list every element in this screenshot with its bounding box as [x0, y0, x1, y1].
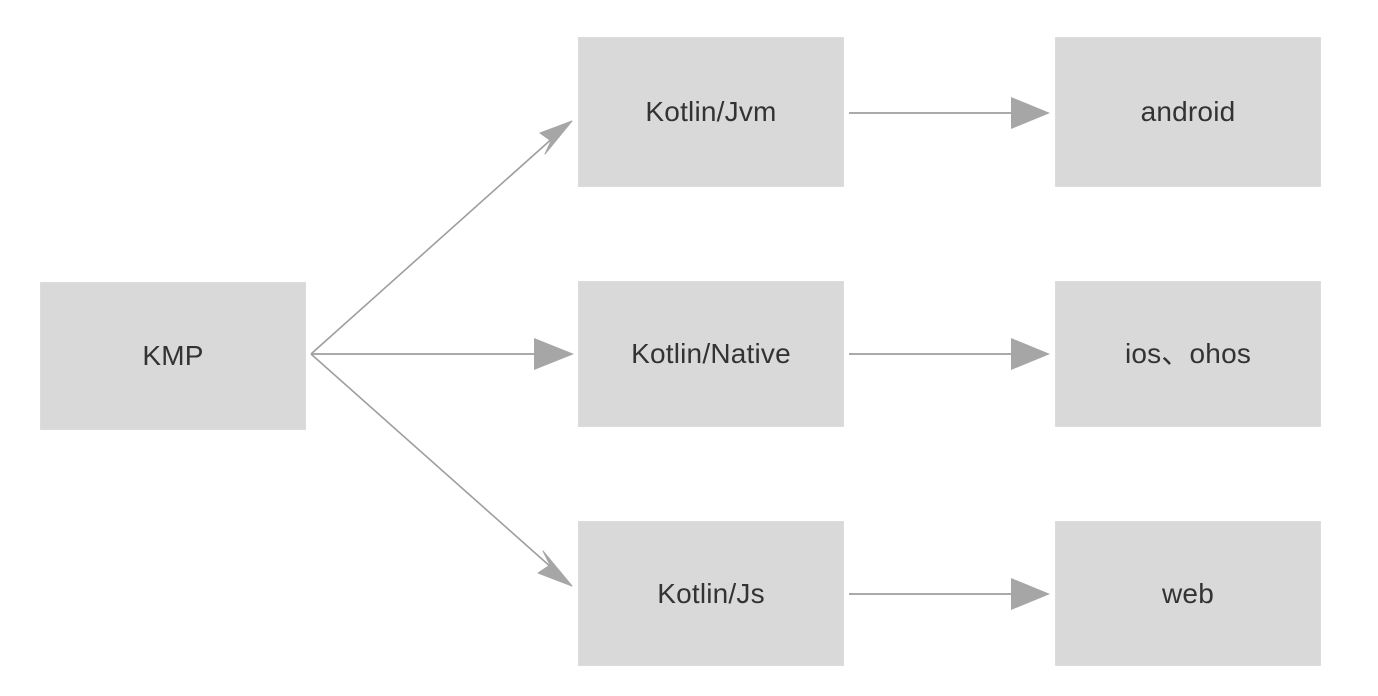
node-web-label: web [1162, 577, 1214, 609]
node-kotlin-jvm[interactable]: Kotlin/Jvm [578, 37, 844, 187]
node-ios-ohos-label: ios、ohos [1124, 338, 1252, 370]
edge-kmp-to-kotlin-native [311, 338, 574, 370]
node-kotlin-js[interactable]: Kotlin/Js [578, 521, 844, 666]
edge-kmp-to-kotlin-js [310, 353, 573, 587]
edge-kotlin-jvm-to-android [849, 97, 1050, 129]
node-android[interactable]: android [1055, 37, 1321, 187]
node-web[interactable]: web [1055, 521, 1321, 666]
node-kotlin-native-label: Kotlin/Native [631, 338, 791, 370]
edge-kotlin-native-to-ios-ohos [849, 338, 1050, 370]
node-ios-ohos[interactable]: ios、ohos [1055, 281, 1321, 427]
edge-kmp-to-kotlin-jvm [310, 120, 573, 355]
node-kmp-label: KMP [142, 340, 204, 372]
edge-kotlin-js-to-web [849, 578, 1050, 610]
node-kotlin-jvm-label: Kotlin/Jvm [645, 96, 777, 128]
node-kmp[interactable]: KMP [40, 282, 306, 430]
node-android-label: android [1140, 96, 1236, 128]
node-kotlin-js-label: Kotlin/Js [657, 577, 765, 609]
node-kotlin-native[interactable]: Kotlin/Native [578, 281, 844, 427]
